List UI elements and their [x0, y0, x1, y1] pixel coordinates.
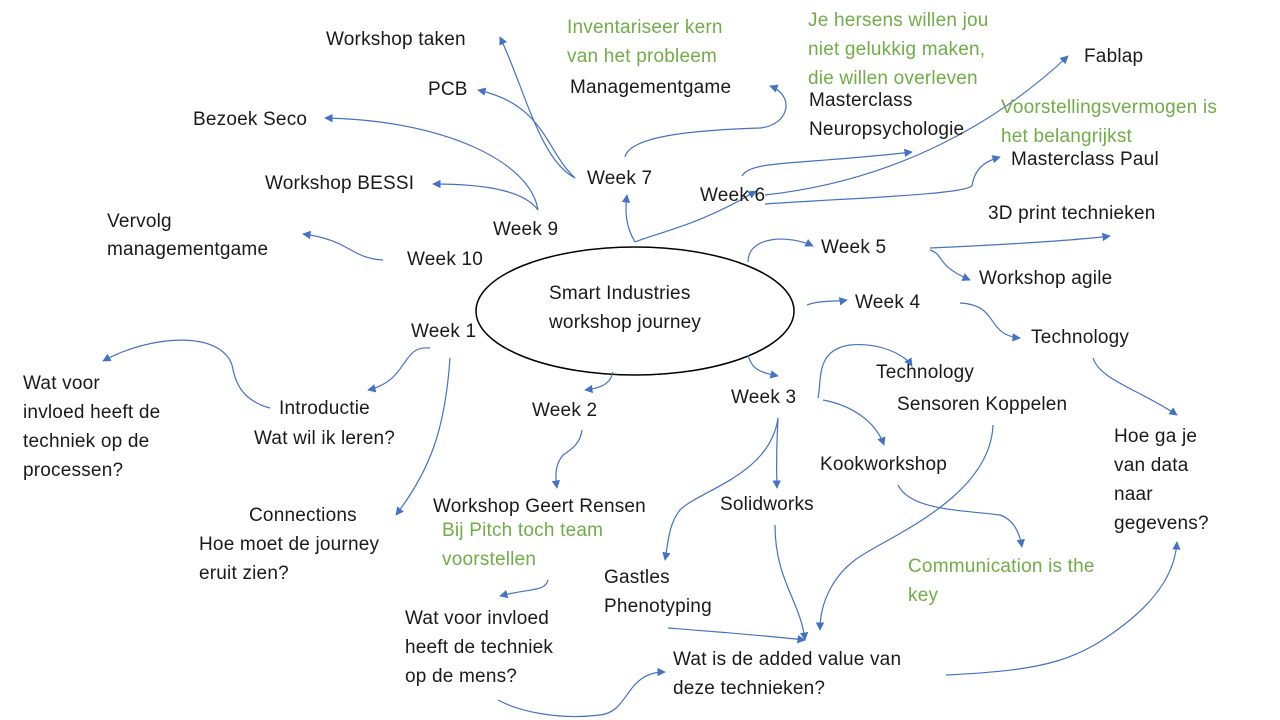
topic-masterclass-paul: Masterclass Paul: [1011, 149, 1159, 170]
topic-introductie: Introductie: [279, 398, 370, 419]
topic-gastles-line1: Gastles: [604, 567, 670, 588]
week-6-label: Week 6: [700, 185, 766, 206]
topic-masterclass-line2: Neuropsychologie: [809, 119, 965, 140]
topic-vervolg-line1: Vervolg: [107, 211, 172, 232]
topic-added-value: Wat is de added value van deze technieke…: [673, 649, 902, 699]
week-10-label: Week 10: [407, 249, 484, 270]
topic-vervolg-line2: managementgame: [107, 239, 269, 260]
week-4-label: Week 4: [855, 292, 921, 313]
topic-workshop-bessi: Workshop BESSI: [265, 173, 415, 194]
week-1-label: Week 1: [411, 321, 477, 342]
week-7-label: Week 7: [587, 168, 653, 189]
topic-workshop-taken: Workshop taken: [326, 29, 466, 50]
center-title-line1: Smart Industries: [549, 283, 691, 304]
connector-arrows: [102, 36, 1181, 718]
note-communication: Communication is the key: [908, 556, 1095, 606]
topic-technology-week3: Technology: [876, 362, 975, 383]
topic-wat-wil-ik: Wat wil ik leren?: [254, 428, 396, 449]
topic-workshop-geert: Workshop Geert Rensen: [433, 496, 646, 517]
topic-connections: Connections: [249, 505, 357, 526]
topic-masterclass-line1: Masterclass: [809, 90, 913, 111]
topic-hoe-moet: Hoe moet de journey eruit zien?: [199, 534, 380, 584]
topic-solidworks: Solidworks: [720, 494, 814, 515]
topic-3d-print: 3D print technieken: [988, 203, 1156, 224]
topic-pcb: PCB: [428, 79, 468, 100]
note-pitch: Bij Pitch toch team voorstellen: [442, 520, 604, 570]
center-ellipse: [475, 246, 795, 376]
topic-gastles-line2: Phenotyping: [604, 596, 712, 617]
week-5-label: Week 5: [821, 237, 887, 258]
note-hersens: Je hersens willen jou niet gelukkig make…: [808, 10, 989, 89]
topic-bezoek-seco: Bezoek Seco: [193, 109, 308, 130]
week-2-label: Week 2: [532, 400, 598, 421]
center-title-line2: workshop journey: [549, 312, 702, 333]
topic-invloed-mens: Wat voor invloed heeft de techniek op de…: [405, 608, 554, 687]
topic-managementgame: Managementgame: [570, 77, 732, 98]
topic-invloed-processen: Wat voor invloed heeft de techniek op de…: [23, 373, 161, 481]
note-voorstelling: Voorstellingsvermogen is het belangrijks…: [1001, 97, 1218, 147]
topic-workshop-agile: Workshop agile: [979, 268, 1113, 289]
topic-hoe-ga-je: Hoe ga je van data naar gegevens?: [1114, 426, 1209, 534]
topic-fablap: Fablap: [1084, 46, 1144, 67]
note-inventariseer: Inventariseer kern van het probleem: [567, 17, 723, 67]
topic-kookworkshop: Kookworkshop: [820, 454, 948, 475]
week-3-label: Week 3: [731, 387, 797, 408]
topic-technology-week4: Technology: [1031, 327, 1130, 348]
topic-sensoren-koppelen: Sensoren Koppelen: [897, 394, 1068, 415]
week-9-label: Week 9: [493, 219, 559, 240]
